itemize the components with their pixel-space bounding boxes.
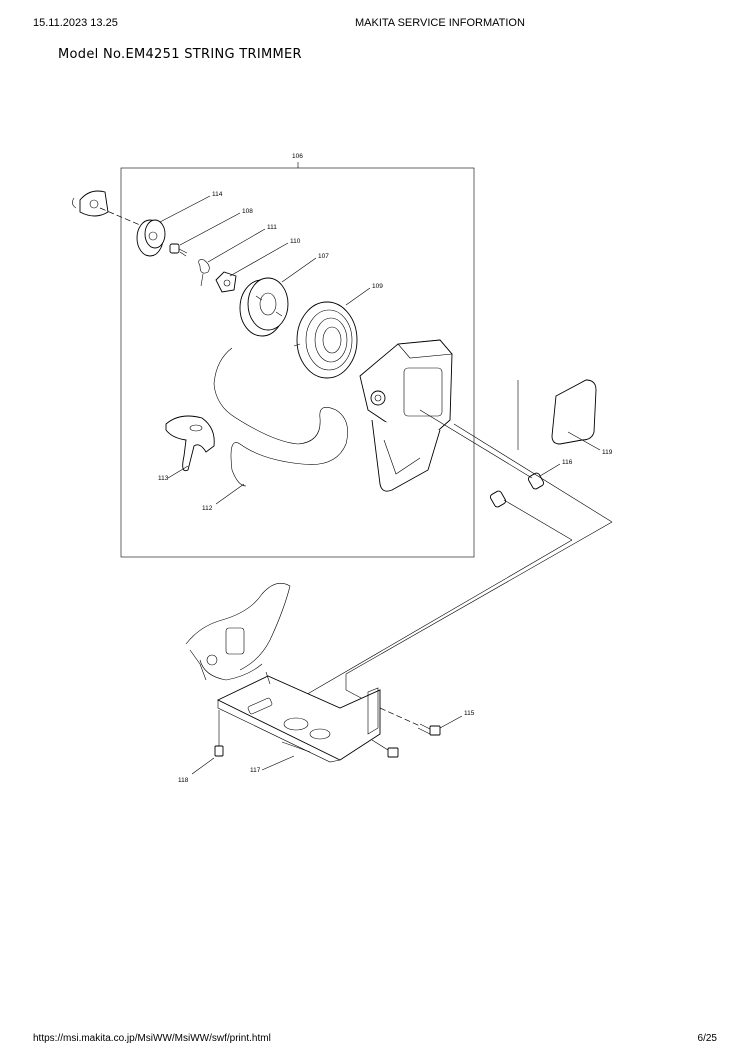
part-number-113: 113 (158, 475, 169, 482)
part-number-108: 108 (242, 208, 253, 215)
part-117-bracket (216, 671, 381, 763)
crankshaft-end (72, 190, 109, 217)
part-113-handle (165, 415, 215, 472)
part-number-119: 119 (602, 449, 613, 456)
part-number-106: 106 (292, 153, 303, 160)
header-datetime: 15.11.2023 13.25 (33, 17, 118, 29)
part-114-flange (136, 219, 166, 257)
collar (489, 490, 507, 508)
part-111-clip (198, 259, 210, 287)
header-title: MAKITA SERVICE INFORMATION (355, 17, 525, 29)
part-number-109: 109 (372, 283, 383, 290)
part-number-116: 116 (562, 459, 573, 466)
part-number-115: 115 (464, 710, 475, 717)
part-number-107: 107 (318, 253, 329, 260)
part-119-gasket (551, 379, 597, 445)
part-110-ratchet (215, 271, 237, 293)
footer-url: https://msi.makita.co.jp/MsiWW/MsiWW/swf… (33, 1033, 271, 1044)
part-115-bolt (417, 723, 441, 736)
part-number-111: 111 (267, 224, 277, 231)
part-number-118: 118 (178, 777, 189, 784)
part-number-112: 112 (202, 505, 213, 512)
part-108-screw (169, 243, 188, 257)
footer-page-number: 6/25 (697, 1033, 717, 1044)
engine-housing (185, 583, 291, 681)
part-112-rope (213, 347, 348, 487)
part-118-bolt (214, 710, 224, 757)
part-number-117: 117 (250, 767, 261, 774)
bolt (371, 739, 399, 758)
assembly-box (120, 167, 475, 558)
part-number-110: 110 (290, 238, 301, 245)
part-number-114: 114 (212, 191, 223, 198)
starter-housing (359, 339, 453, 492)
part-107-reel (239, 277, 289, 337)
part-109-spiral-spring (293, 301, 358, 379)
model-title: Model No.EM4251 STRING TRIMMER (58, 47, 302, 62)
